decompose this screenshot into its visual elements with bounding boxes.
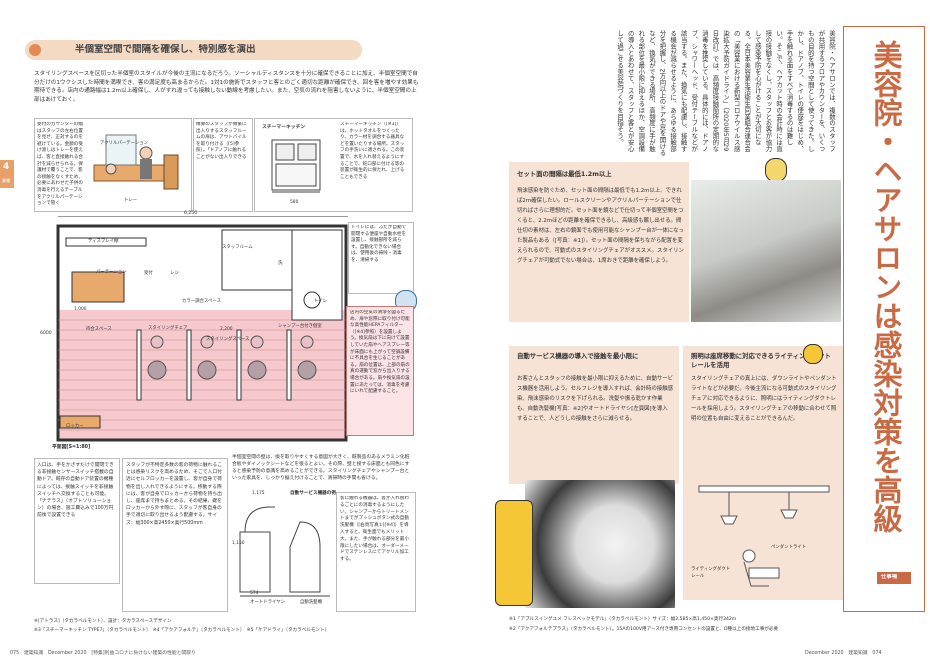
shampoo-note-frame xyxy=(336,492,416,612)
tray-label: トレー xyxy=(124,198,138,203)
plan-width: 6,250 xyxy=(184,211,198,216)
box2-text: お客さんとスタッフの接触を最小限に抑えるために、自動サービス機器を活用しよう。セ… xyxy=(517,376,673,422)
shampoo-dim-1150: 1,150 xyxy=(232,541,245,546)
plan-label-waiting: 待合スペース xyxy=(86,327,112,332)
steamer-illustration xyxy=(271,139,321,193)
steamer-title: スチーマーキッチン xyxy=(262,125,306,130)
chapter-number: 4 xyxy=(3,162,10,172)
steamer-frame xyxy=(254,118,413,212)
plan-height: 6000 xyxy=(40,331,52,336)
half-room-note: 半個室空間の壁は、換を取りやすくする意図が大きく、既製品のあるメラミン化粧合板や… xyxy=(232,455,410,481)
box2-mascot xyxy=(495,500,533,606)
box1-mascot xyxy=(765,158,787,182)
plan-label-reception: 受付 xyxy=(144,271,153,276)
ventilation-note: 店内の空気の清浄を図るため、扉や窓際に取り付け可能な高性能HEPAフィルター（[… xyxy=(350,310,410,395)
locker-note: スタッフが不特定多数の客の荷物に触れることは感染リスクを高めるため、そこで入口付… xyxy=(126,463,222,526)
box1-title: セット面の間隔は最低1.2m以上 xyxy=(517,170,612,178)
section-title: 半個室空間で間隔を確保し、特別感を演出 xyxy=(75,44,256,55)
plan-label-toilet: トイレ xyxy=(314,299,328,304)
left-page: 半個室空間で間隔を確保し、特別感を演出 4 業種 スタイリングスペースを区切った… xyxy=(0,40,419,656)
category-tab xyxy=(877,572,911,584)
box2 xyxy=(509,346,679,484)
title-panel xyxy=(843,26,925,612)
reception-illustration xyxy=(93,134,179,190)
left-credit-1: ※[アトラス]（タカラベルモント）、設計：タカラスペースデザイン xyxy=(34,619,172,624)
left-credit-2: ※3「スチーマーキッチン TYPE7」（タカラベルモント） ※4「アクアフォルテ… xyxy=(34,628,330,633)
plan-label-chair: スタイリングチェア xyxy=(148,326,188,331)
lighting-label-track: ライティングダクトレール xyxy=(691,567,731,580)
box3-text: スタイリングチェアの真上には、ダウンライトやペンダントライトなどが必要だ。今後主… xyxy=(691,376,837,422)
lead-text: 美容院・ヘアサロンでは、複数のスタッフが共用するフロアやカウンターを、いくつもの… xyxy=(616,30,836,156)
box3-mascot xyxy=(803,344,823,364)
lighting-diagram xyxy=(698,485,830,587)
shampoo-auto-dryer: オートドライヤシ xyxy=(250,600,285,605)
chapter-sub: 業種 xyxy=(2,178,10,183)
right-credit-2: ※2「アクアフォルテプラス」（タカラベルモント）。15Aの100V用アース付き専… xyxy=(509,627,779,632)
plan-label-staffroom: スタッフルーム xyxy=(222,245,253,250)
box1-text: 飛沫感染を防ぐため、セット面の間隔は最低でも1.2m以上、できれば2m確保したい… xyxy=(517,188,684,264)
entrance-note: 入口は、手をかざすだけで開閉できる非接触センサースイッチ搭載の自動ドア。既存の自… xyxy=(37,463,114,519)
chapter-tab xyxy=(0,160,14,188)
shampoo-dim-574: 574 xyxy=(250,591,259,596)
shampoo-note: 客に触れる機器は、客が入れ替わるごとにの消毒するようにしたい。シャンプーからトリ… xyxy=(340,496,409,563)
page-title: 美容院・ヘアサロンは感染対策を高級感に xyxy=(869,40,903,533)
box2-title: 自動サービス機器の導入で接触を最小限に xyxy=(517,352,639,360)
left-folio: 075 建築知識 December 2020 [特集]利益コロナに負けない建築の… xyxy=(10,651,196,656)
plan-label-color: カラー調合スペース xyxy=(182,299,221,304)
plan-label-locker: ロッカー xyxy=(66,424,84,429)
plan-label-display: ディスプレイ棚 xyxy=(88,239,119,244)
toilet-note: トイレには、ふたが自動で開閉する便座や自動水栓を設置し、接触部所を減らす。自動化… xyxy=(351,225,407,263)
plan-label-partition: パーテーション xyxy=(96,270,127,275)
section-title-bar xyxy=(25,40,362,60)
acrylic-label: アクリルパーテーション xyxy=(100,141,148,146)
staff-room-frame xyxy=(193,118,253,212)
plan-width-label xyxy=(58,216,348,217)
right-credit-1: ※1「アブルスイングユメ フレスベックモデル」（タカラベルモント）サイズ：幅2,… xyxy=(509,617,737,622)
steamer-note: スチーマーキッチン（[※3]）は、ホットタオルをつくったり、カラー材を調合する器… xyxy=(340,122,405,180)
box3-title: 照明は座席移動に対応できるライティングダクトレールを活用 xyxy=(691,352,831,369)
shampoo-auto-washer: 自動洗髪機 xyxy=(300,600,322,605)
plan-label-styling: スタイリングスペース xyxy=(206,337,250,342)
floor-plan xyxy=(56,224,348,442)
plan-label-shampoo: シャンプー台付き個室 xyxy=(278,324,322,329)
plan-label-wash: 洗 xyxy=(278,261,283,266)
plan-label-dim-2200: 2,200 xyxy=(220,327,233,332)
box1 xyxy=(509,162,689,322)
box3 xyxy=(683,346,843,600)
salon-photo-1 xyxy=(691,180,841,322)
locker-note-frame xyxy=(122,458,228,612)
ventilation-frame xyxy=(346,306,414,436)
section-title-icon xyxy=(29,44,41,56)
right-page: 美容院・ヘアサロンでは、複数のスタッフが共用するフロアやカウンターを、いくつもの… xyxy=(465,0,930,666)
lighting-label-pendant: ペンダントライト xyxy=(771,545,807,550)
intro-text: スタイリングスペースを区切った半個室のスタイルが今後の主流になるだろう。ソーシャ… xyxy=(34,71,419,103)
salon-photo-2 xyxy=(525,480,675,608)
reception-note: 受付のカウンターの幅はスタッフの左右位置を見せ、正対するのを避けている。金額の受… xyxy=(37,122,83,206)
shampoo-title: 自動サービス機器の例 xyxy=(290,491,336,496)
category-label: 仕事場 xyxy=(881,574,898,580)
plan-label-register: レジ xyxy=(170,271,179,276)
entrance-note-frame xyxy=(34,458,120,584)
staff-room-note: 精算のスタッフが頻繁に出入りするスタッフルームの扉は、アウトバイルを取り付ける（… xyxy=(196,122,247,160)
reception-note-frame xyxy=(34,118,192,212)
plan-scale: 平面図[S=1:80] xyxy=(52,445,91,450)
plan-label-dim-1000: 1,000 xyxy=(74,307,87,312)
shampoo-diagram xyxy=(239,506,330,597)
steamer-width: 580 xyxy=(290,200,299,205)
right-folio: December 2020 建築知識 074 xyxy=(805,651,882,656)
toilet-note-frame xyxy=(348,222,414,294)
shampoo-dim-1175: 1,175 xyxy=(252,491,265,496)
